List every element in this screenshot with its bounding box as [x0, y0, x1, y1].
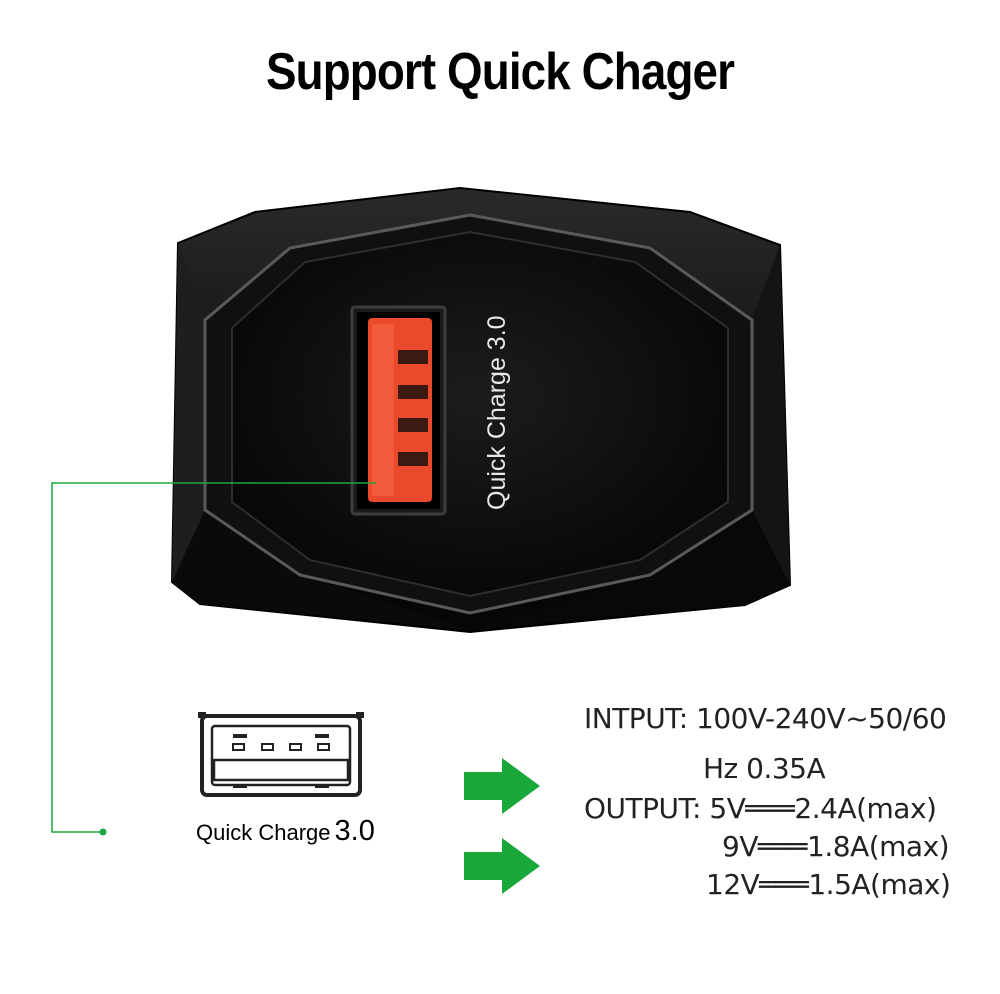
spec-input-line2: Hz 0.35A	[703, 752, 826, 785]
spec-output-line2: 9V═══1.8A(max)	[722, 830, 950, 863]
spec-output-line3: 12V═══1.5A(max)	[706, 868, 951, 901]
spec-output-line1: OUTPUT: 5V═══2.4A(max)	[584, 792, 937, 825]
device-label: Quick Charge 3.0	[483, 315, 511, 510]
spec-input-line1: INTPUT: 100V-240V~50/60	[584, 702, 947, 735]
arrow-right-icon	[464, 838, 540, 894]
arrow-right-icon	[464, 758, 540, 814]
page-title: Support Quick Chager	[265, 43, 735, 101]
usb-caption-version: 3.0	[334, 815, 375, 847]
usb-caption-brand: Quick Charge	[196, 820, 331, 845]
